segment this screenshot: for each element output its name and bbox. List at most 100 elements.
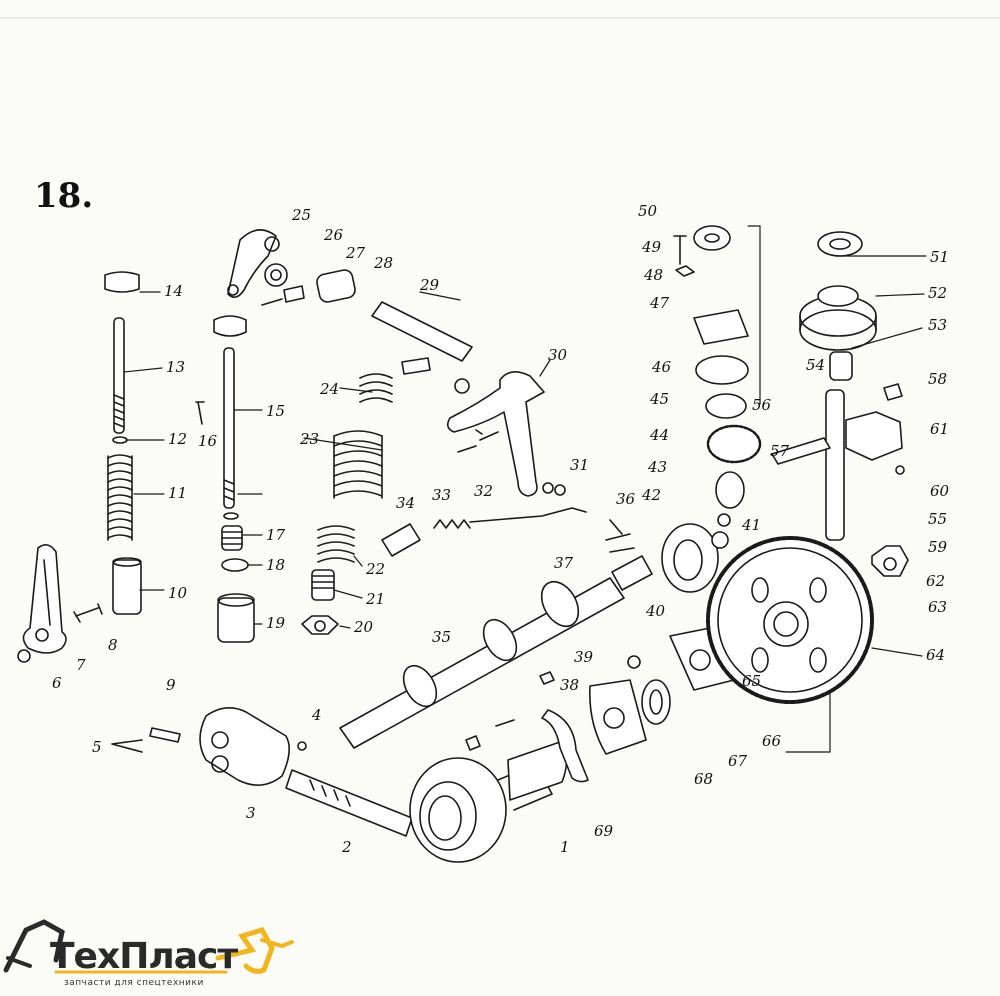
callout-7: 7 [76,656,86,674]
part-pin-9 [149,727,181,743]
part-39 [539,671,555,685]
part-pin-16 [195,401,205,425]
callout-31: 31 [570,456,589,474]
callout-40: 40 [645,602,666,620]
part-washer-48 [675,265,695,277]
part-nut-20 [301,615,339,635]
callout-34: 34 [396,494,415,512]
part-pin-27 [283,285,305,303]
brand-logo [3,919,294,974]
callout-63: 63 [928,598,947,616]
part-rod-32 [469,507,587,523]
part-washer-26 [264,263,288,287]
callout-56: 56 [752,396,772,414]
callout-19: 19 [266,614,286,632]
part-hub-1 [409,757,553,863]
callout-59: 59 [928,538,948,556]
part-spring-23 [333,430,383,499]
callout-68: 68 [694,770,713,788]
part-bush-19 [217,597,255,643]
part-nut-62 [871,545,909,577]
callout-57: 57 [770,442,790,460]
callout-29: 29 [419,276,440,294]
callout-9: 9 [166,676,176,694]
callout-30: 30 [548,346,568,364]
callout-44: 44 [649,426,669,444]
callout-16: 16 [198,432,218,450]
part-49 [495,719,515,727]
part-sleeve-69 [507,741,568,801]
part-shaft-54 [825,389,845,541]
callout-1: 1 [560,838,570,856]
callout-66: 66 [762,732,782,750]
callout-55: 55 [928,510,947,528]
callout-24: 24 [319,380,339,398]
callout-62: 62 [926,572,945,590]
part-castle-nut-14 [213,315,247,337]
callout-27: 27 [345,244,366,262]
callout-21: 21 [365,590,385,608]
part-bush-53 [829,351,853,381]
callout-28: 28 [373,254,393,272]
callout-18: 18 [266,556,285,574]
callout-67: 67 [728,752,748,770]
part-21 [311,569,335,601]
callout-33: 33 [432,486,451,504]
callout-42: 42 [641,486,661,504]
part-fork-34 [381,523,421,557]
part-spring-22 [317,525,355,563]
part-4 [297,741,307,751]
part-bearing-51 [817,231,863,257]
part-bolt-49 [673,235,687,265]
callout-69: 69 [594,822,614,840]
callout-2: 2 [341,838,352,856]
callout-23: 23 [299,430,319,448]
callout-45: 45 [649,390,669,408]
part-48 [465,735,481,751]
callout-11: 11 [168,484,187,502]
callout-5: 5 [92,738,102,756]
part-41 [711,531,729,549]
part-flange-66 [589,679,647,755]
callout-61: 61 [930,420,949,438]
part-60 [895,465,905,475]
part-washer-18 [221,558,249,572]
part-bolt-8 [73,603,103,623]
brand-tagline: запчасти для спецтехники [64,978,204,988]
callout-10: 10 [168,584,188,602]
part-camshaft-35 [339,555,653,749]
part-bellcrank-30 [446,371,545,497]
part-cover-52 [799,285,877,351]
part-bush-28 [316,269,356,303]
callout-54: 54 [806,356,825,374]
part-gear-stack [693,225,762,509]
part-rod-15 [223,347,235,509]
callout-26: 26 [323,226,344,244]
part-spring-24 [359,373,393,403]
part-31 [554,484,566,496]
callout-8: 8 [108,636,118,654]
figure-number: 18. [34,176,94,216]
part-housing-3 [199,707,290,786]
part-washer-12 [112,436,128,444]
callout-43: 43 [647,458,667,476]
callout-65: 65 [742,672,761,690]
part-lever-7 [22,544,67,654]
part-shaft-29 [371,301,473,362]
part-castle-nut [104,271,140,293]
part-strap-38 [541,709,589,783]
callout-22: 22 [365,560,385,578]
part-nut-6 [17,649,31,663]
callout-41: 41 [741,516,761,534]
callout-50: 50 [638,202,658,220]
part-gear-64 [706,536,874,704]
callout-20: 20 [353,618,374,636]
callout-51: 51 [930,248,949,266]
part-42 [717,513,731,527]
callout-38: 38 [560,676,579,694]
part-spring-11 [107,454,133,541]
callout-39: 39 [574,648,594,666]
callout-32: 32 [474,482,493,500]
